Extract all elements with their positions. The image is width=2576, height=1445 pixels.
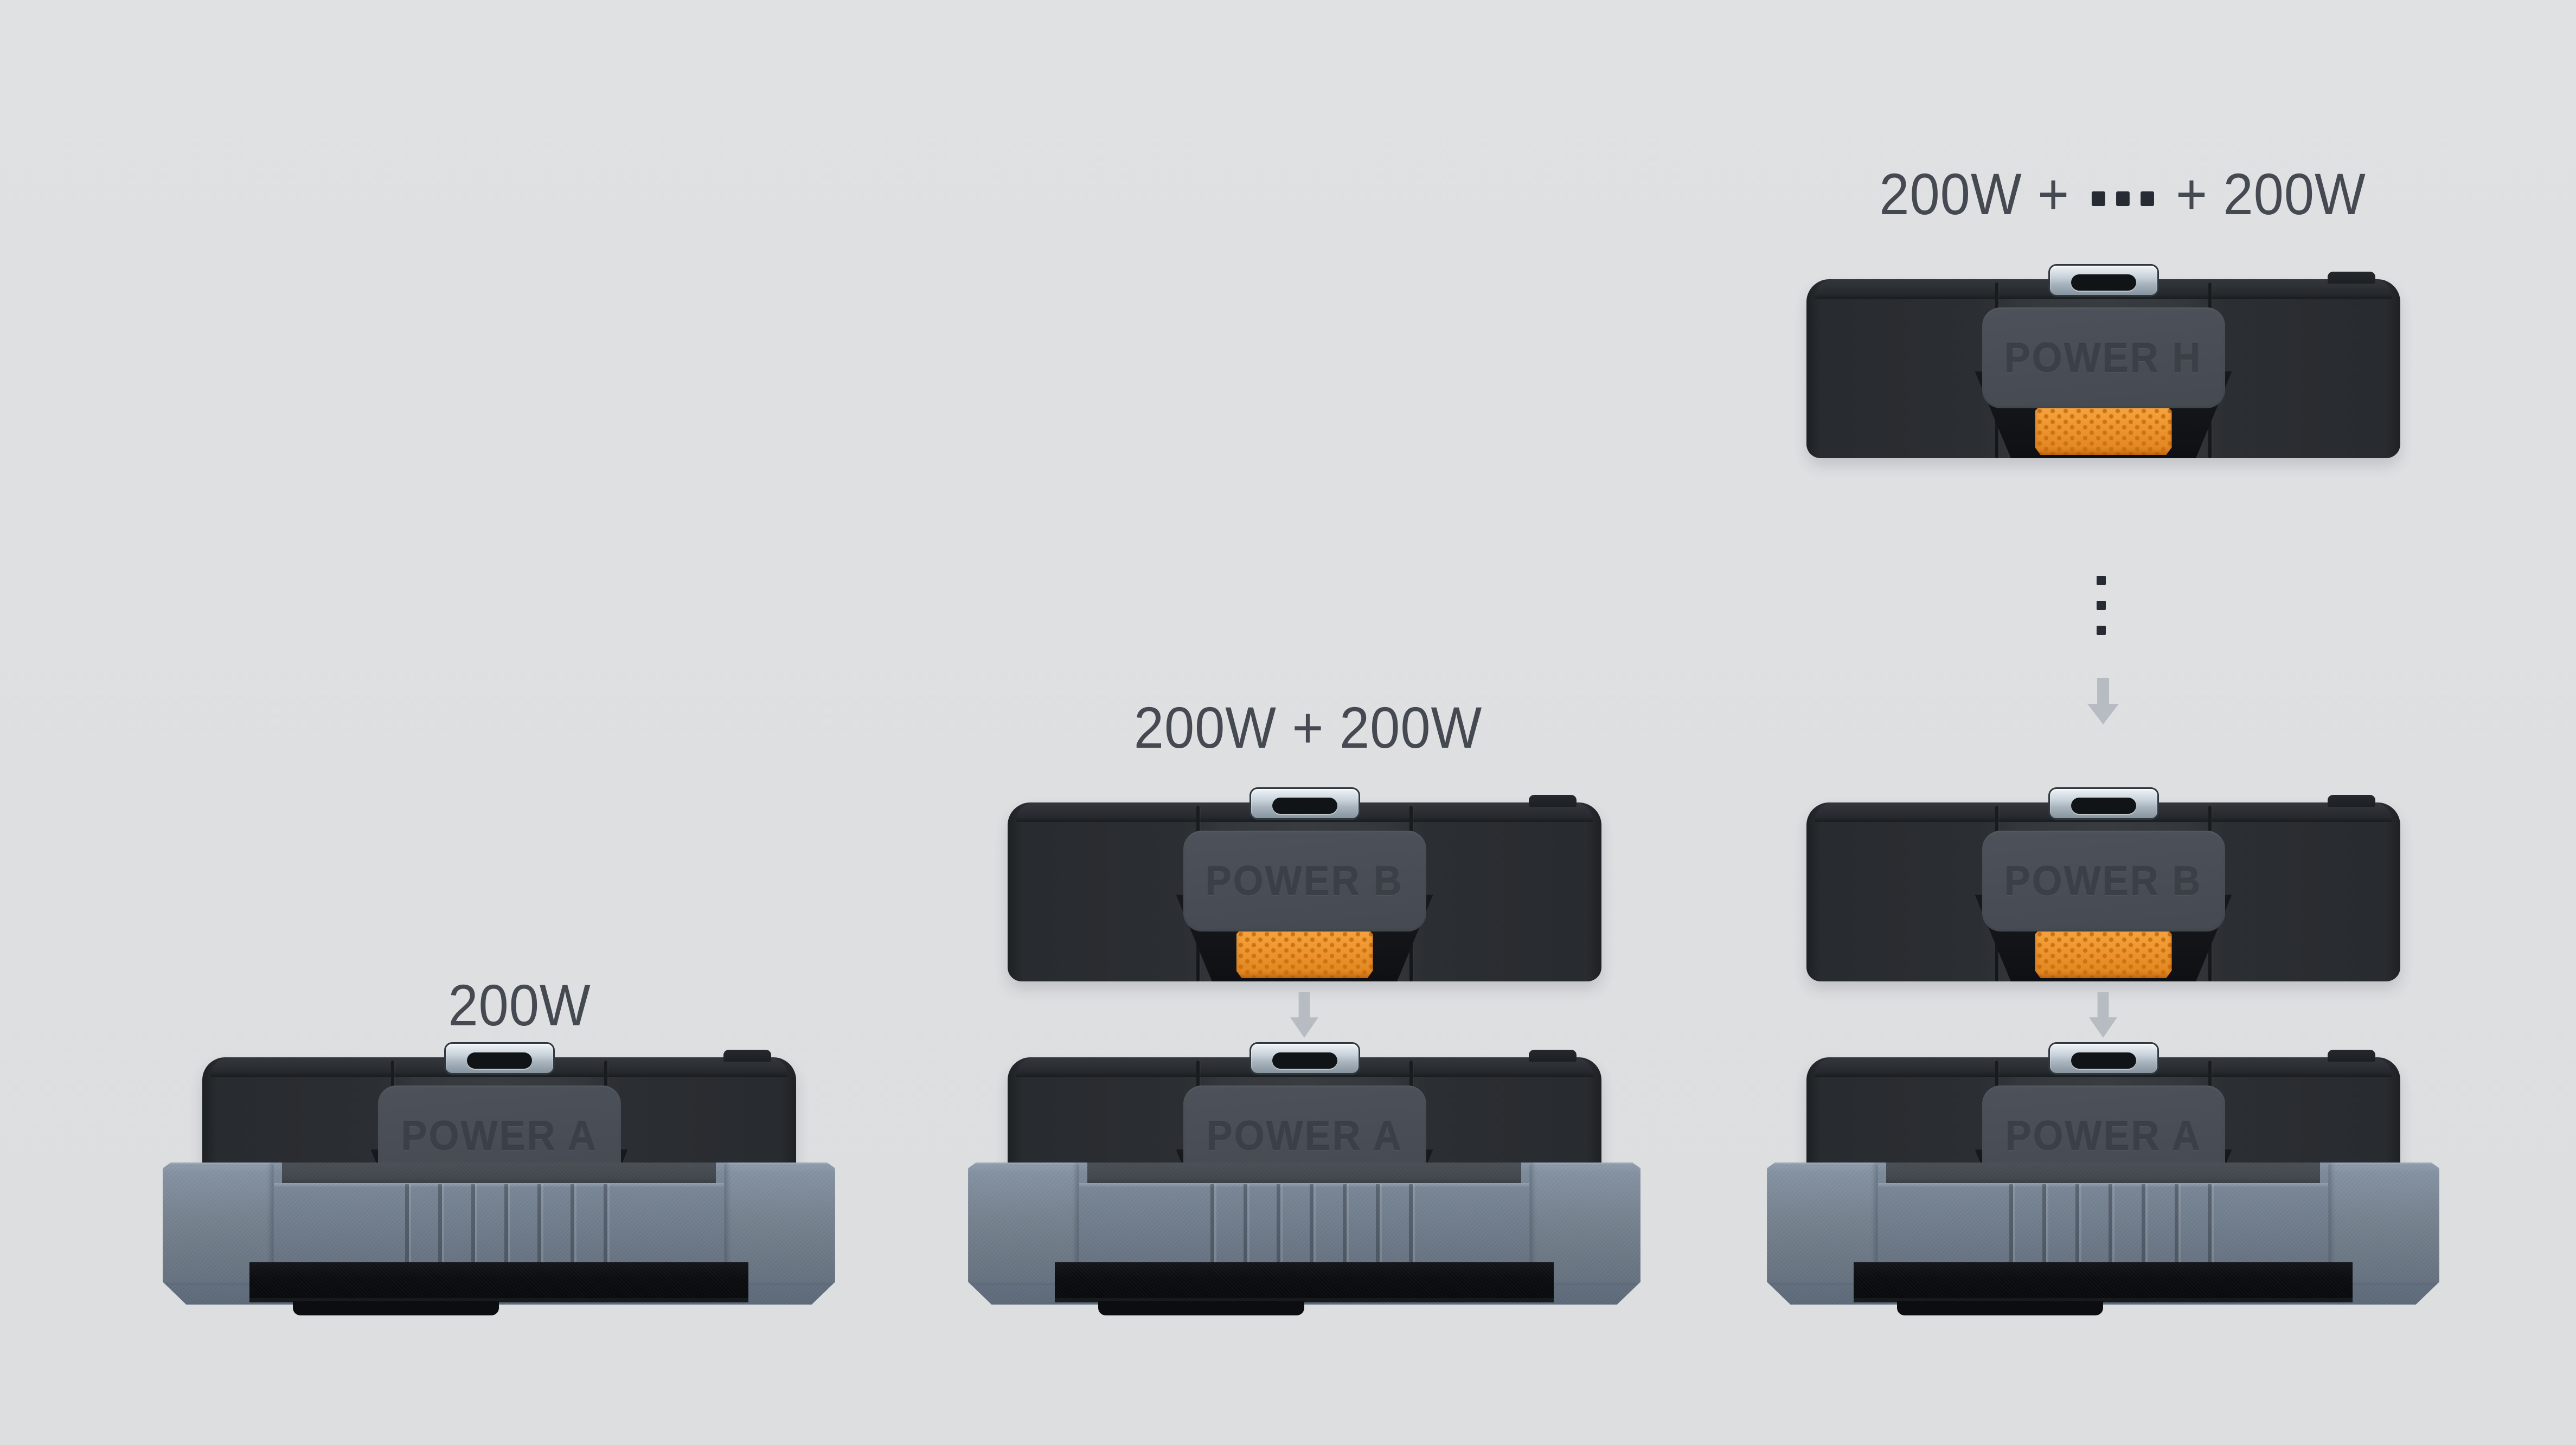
clip-hole: [2071, 274, 2136, 291]
base-dock-slot: [282, 1163, 716, 1183]
mount-clip-icon: [1249, 1042, 1360, 1075]
base-under-lip: [1854, 1298, 2353, 1302]
base-edge-highlight: [274, 1183, 724, 1187]
caption-multi-suffix: + 200W: [2175, 161, 2366, 227]
module-top-button: [2328, 795, 2375, 807]
caption-multi: 200W + + 200W: [1823, 160, 2422, 228]
base-ribs: [1188, 1184, 1421, 1263]
down-arrow-icon: [2089, 992, 2117, 1038]
down-arrow-icon: [1290, 992, 1318, 1038]
base-edge-highlight: [1878, 1183, 2328, 1187]
vertical-ellipsis-icon: [2097, 576, 2106, 635]
module-label: POWER A: [401, 1113, 598, 1159]
module-label-panel: POWER B: [1982, 831, 2225, 932]
base-edge-highlight: [1079, 1183, 1529, 1187]
base-ribs: [382, 1184, 616, 1263]
base-bottom-slot: [1854, 1262, 2353, 1301]
module-top-button: [1529, 1050, 1577, 1062]
module-label: POWER B: [2004, 858, 2202, 904]
clip-hole: [466, 1052, 532, 1069]
mount-clip-icon: [1249, 787, 1360, 820]
base-texture: [968, 1163, 1641, 1305]
caption-multi-prefix: 200W +: [1879, 161, 2070, 227]
base-under-lip: [249, 1298, 748, 1302]
module-label: POWER A: [1206, 1113, 1403, 1159]
caption-double: 200W + 200W: [1133, 695, 1483, 760]
module-top-button: [2328, 1050, 2375, 1062]
base-texture: [1767, 1163, 2439, 1305]
dock-base: [163, 1163, 835, 1305]
down-arrow-icon: [2087, 678, 2119, 724]
module-top-button: [2328, 272, 2375, 284]
mount-clip-icon: [444, 1042, 555, 1075]
dock-base: [968, 1163, 1641, 1305]
base-bottom-slot: [1055, 1262, 1554, 1301]
base-ribs: [1987, 1184, 2220, 1263]
base-foot: [1897, 1301, 2103, 1315]
clip-hole: [1272, 798, 1337, 814]
clip-hole: [1272, 1052, 1337, 1069]
base-foot: [1098, 1301, 1304, 1315]
power-module-h: POWER H: [1806, 264, 2400, 458]
module-top-button: [723, 1050, 771, 1062]
base-texture: [163, 1163, 835, 1305]
power-module-b: POWER B: [1008, 787, 1601, 981]
module-label: POWER A: [2005, 1113, 2202, 1159]
caption-single: 200W: [448, 972, 591, 1038]
base-bottom-slot: [249, 1262, 748, 1301]
module-label-panel: POWER B: [1183, 831, 1426, 932]
base-dock-slot: [1886, 1163, 2320, 1183]
clip-hole: [2071, 1052, 2136, 1069]
base-under-lip: [1055, 1298, 1554, 1302]
horizontal-ellipsis-icon: [2091, 191, 2154, 206]
mount-clip-icon: [2048, 264, 2159, 297]
module-top-button: [1529, 795, 1577, 807]
base-dock-slot: [1087, 1163, 1521, 1183]
mount-clip-icon: [2048, 787, 2159, 820]
clip-hole: [2071, 798, 2136, 814]
mount-clip-icon: [2048, 1042, 2159, 1075]
module-label-panel: POWER H: [1982, 307, 2225, 408]
module-label: POWER B: [1206, 858, 1404, 904]
module-label: POWER H: [2004, 335, 2202, 381]
base-foot: [293, 1301, 499, 1315]
power-module-b: POWER B: [1806, 787, 2400, 981]
dock-base: [1767, 1163, 2439, 1305]
